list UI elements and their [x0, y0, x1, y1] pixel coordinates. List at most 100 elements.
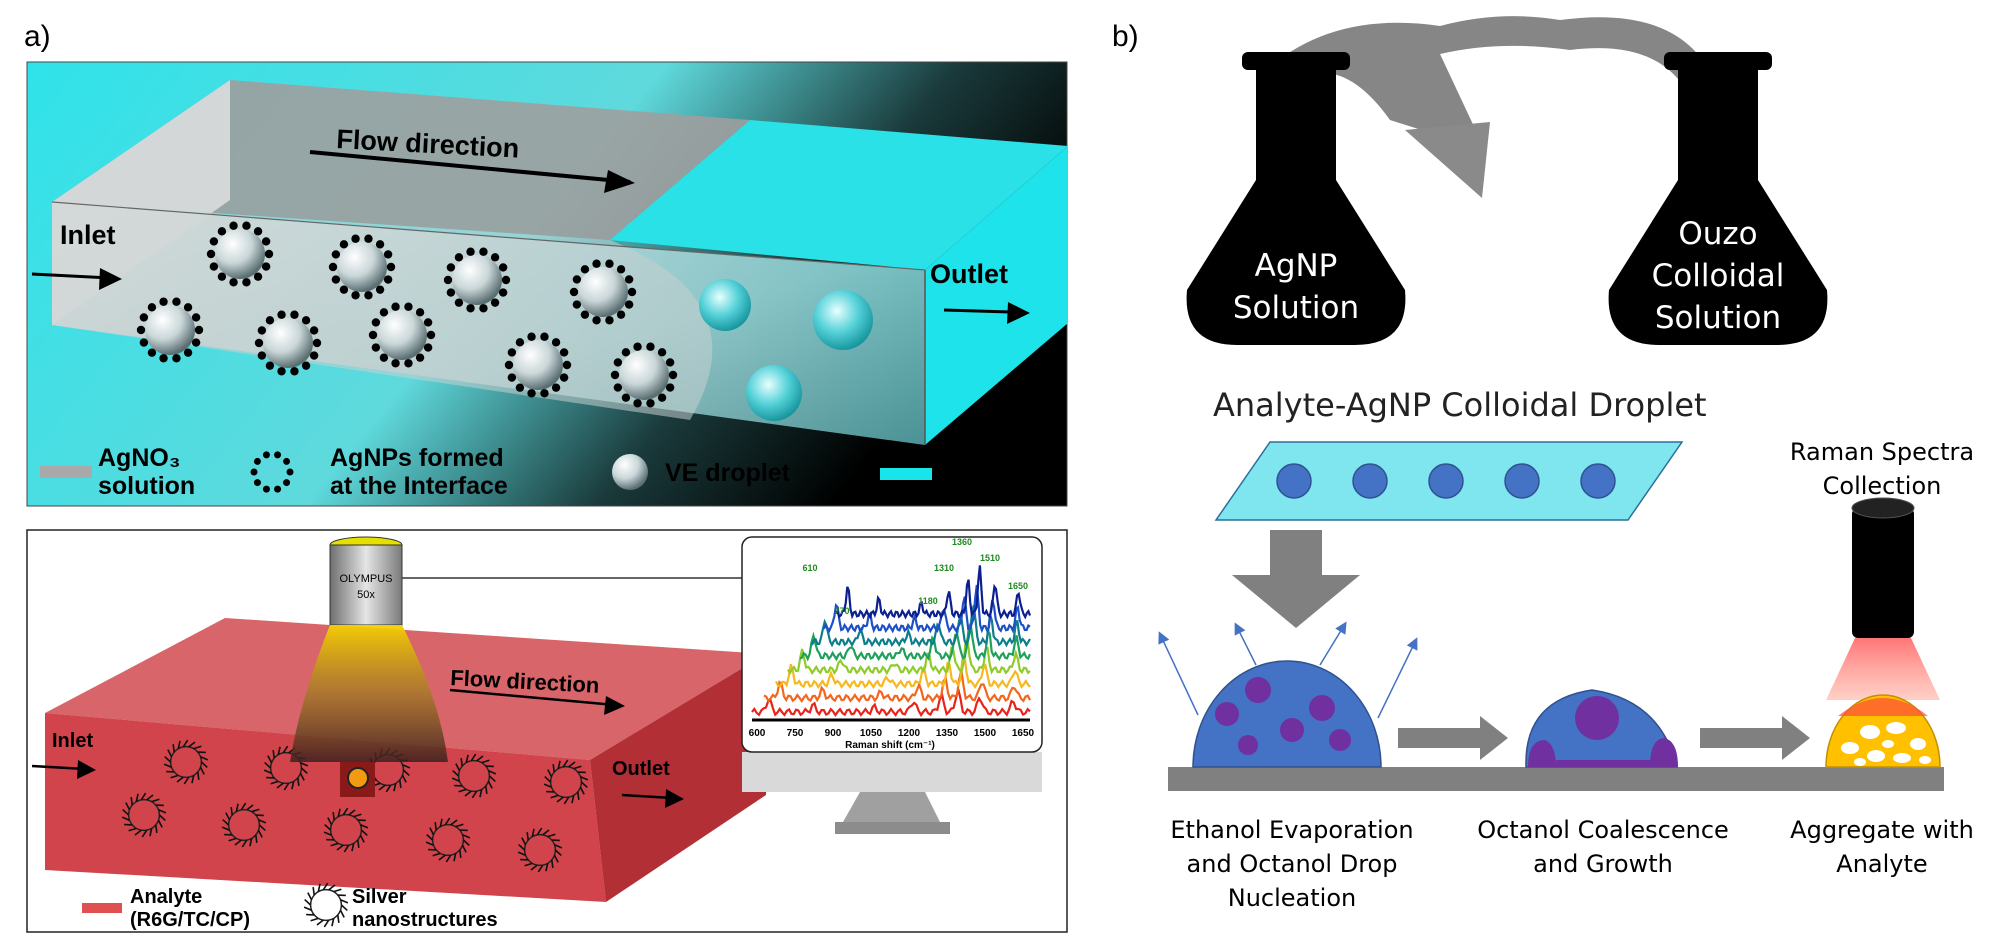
curved-arrow-head [1405, 122, 1490, 198]
ring-spike [453, 853, 457, 862]
red-channel-side [590, 654, 766, 902]
agnp-dot [572, 300, 582, 309]
agnp-dot [580, 265, 590, 274]
ring-spike [276, 782, 284, 789]
spectrum-tick-label: 900 [825, 728, 842, 739]
ring-spike [340, 904, 348, 912]
ring-spike [459, 849, 462, 858]
aggregate-bubble [1867, 750, 1885, 762]
agnp-dot [540, 389, 549, 398]
spectrum-peak-label: 1310 [934, 563, 954, 573]
ring-spike [300, 767, 308, 775]
agnp-dot [191, 313, 201, 322]
ring-spike [176, 776, 184, 783]
ring-spike [452, 769, 460, 777]
ring-spike [348, 809, 356, 816]
silver-nanostructure [323, 807, 369, 853]
ring-spike [487, 780, 493, 789]
spectrum-trace [787, 635, 1031, 676]
spectrum-tick-label: 1050 [860, 728, 883, 739]
agnp-dot [426, 330, 436, 340]
ring-spike [121, 816, 130, 822]
ring-spike [434, 822, 437, 831]
ring-spike [330, 842, 339, 847]
top-flow-diagram: Flow direction Inlet Outlet AgNO₃ soluti… [26, 61, 1068, 507]
ring-spike [461, 844, 467, 853]
droplet-core [263, 318, 313, 368]
ring-spike [465, 754, 469, 763]
ring-spike [573, 765, 582, 770]
ring-spike [277, 746, 281, 755]
ring-spike [299, 772, 305, 781]
ring-spike [146, 794, 154, 801]
agnp-dot [490, 253, 500, 262]
red-channel-front [45, 713, 606, 902]
legend-dot [283, 457, 291, 465]
legend-agnps-line1: AgNPs formed [330, 444, 504, 472]
ring-spike [191, 775, 195, 784]
flask-left-line1: AgNP [1255, 248, 1338, 284]
agnp-dot [605, 259, 614, 268]
evaporation-arrow [1234, 622, 1257, 666]
raman-label-line2: Collection [1823, 472, 1942, 500]
silver-nanostructure [163, 739, 209, 785]
agnp-droplet [569, 259, 637, 325]
agnp-dot [415, 353, 425, 362]
flask-left-lip [1242, 52, 1350, 70]
focus-particle [347, 767, 369, 789]
ring-spike [462, 839, 470, 847]
agnp-dot [515, 338, 525, 347]
cyan-top-wall [610, 120, 1068, 270]
spectrum-trace [751, 688, 1031, 718]
agnp-dot [665, 358, 675, 367]
ouzo-colloidal-flask: Ouzo Colloidal Solution [1608, 52, 1828, 345]
step3-line2: Analyte [1836, 850, 1927, 878]
silver-nanostructure [303, 882, 349, 928]
spectrum-trace [763, 669, 1031, 704]
ring-spike [385, 784, 392, 793]
ring-spike [471, 790, 478, 799]
droplet-core [145, 305, 195, 355]
agnp-dot [668, 370, 678, 380]
ring-spike [401, 774, 407, 783]
silver-nanostructure [425, 817, 471, 863]
ring-spike [568, 761, 576, 768]
legend-silver-line1: Silver [352, 886, 407, 908]
ring-spike [141, 829, 148, 838]
agnp-dot [580, 310, 590, 319]
ring-spike [128, 827, 137, 832]
ring-spike [337, 914, 340, 923]
ring-spike [543, 783, 552, 789]
agnp-dot [386, 262, 396, 272]
spectrum-tick-label: 600 [749, 728, 766, 739]
ring-spike [542, 829, 550, 836]
agnp-dot [253, 272, 263, 281]
ring-spike [257, 829, 263, 838]
monitor-base [835, 822, 950, 834]
ring-spike [517, 851, 526, 857]
agnp-droplet [136, 297, 204, 363]
spectrum-peak-label: 1510 [980, 553, 1000, 563]
bottom-outlet-arrow [621, 793, 673, 800]
step3-line1: Aggregate with [1790, 816, 1974, 844]
octanol-drop [1309, 695, 1335, 721]
agnp-dot [383, 250, 393, 259]
agnp-dot [527, 389, 536, 398]
ring-spike [188, 741, 196, 748]
spectrum-tick-label: 1500 [974, 728, 997, 739]
spectrum-trace [836, 565, 1032, 620]
ring-spike [393, 783, 397, 792]
ring-spike [339, 909, 345, 918]
agnp-dot [183, 303, 193, 312]
agnp-dot [264, 249, 274, 259]
agnp-dot [624, 275, 634, 284]
agnp-dot [331, 275, 341, 284]
ring-spike [343, 844, 350, 853]
ring-spike [464, 790, 472, 797]
ring-spike [562, 759, 569, 768]
ring-spike [317, 883, 321, 892]
agnp-dot [290, 310, 299, 319]
silver-nanostructure [221, 802, 267, 848]
